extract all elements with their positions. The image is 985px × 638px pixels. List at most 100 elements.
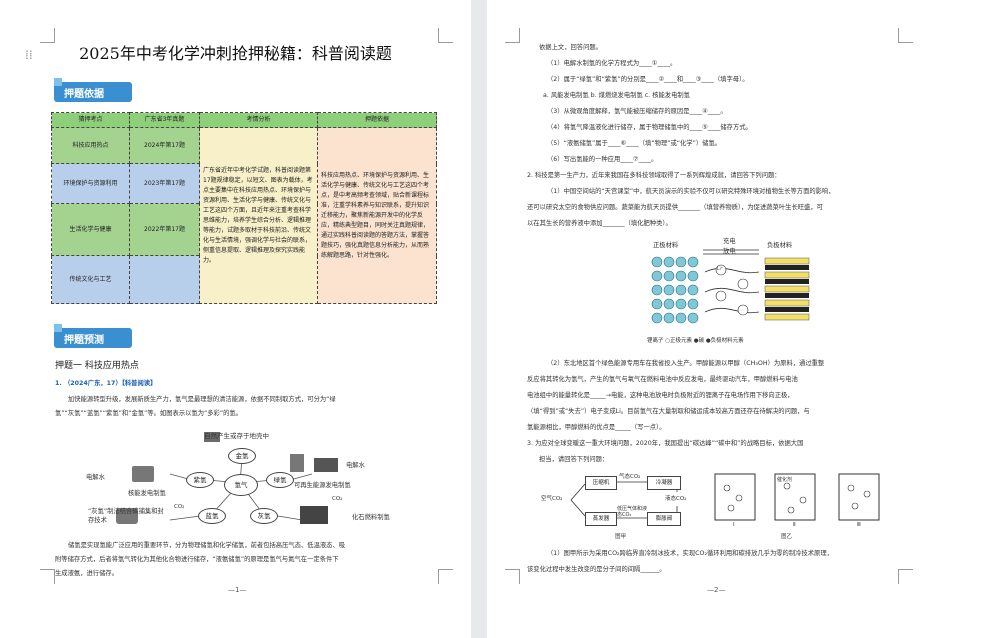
page-2: 依据上文，回答问题。 （1）电解水制氢的化学方程式为____①____。 （2）… bbox=[487, 0, 985, 638]
bubble-gold: 金氢 bbox=[228, 448, 256, 464]
paragraph-line: 依据上文，回答问题。 bbox=[539, 44, 602, 51]
banner-basis: 押题依据 bbox=[54, 78, 132, 104]
table-cell bbox=[129, 255, 200, 304]
crop-mark bbox=[505, 28, 520, 43]
crop-mark bbox=[898, 28, 913, 43]
paragraph-line: 加快能源转型升级，发展新质生产力，氢气是最理想的清洁能源，依据不同制取方式，可分… bbox=[68, 396, 336, 403]
paragraph-line: 反应将其转化为氢气，产生的氢气与氧气在燃料电池中反应发电，最终驱动汽车，甲醇燃料… bbox=[527, 376, 798, 383]
table-cell: 2022年第17题 bbox=[129, 203, 200, 256]
crop-mark bbox=[438, 28, 453, 43]
table-header: 广东省3年真题 bbox=[129, 112, 200, 128]
question-line: a. 风能发电制氢 b. 煤燃烧发电制氢 c. 核能发电制氢 bbox=[543, 92, 690, 99]
table-cell: 环境保护与资源利用 bbox=[51, 163, 130, 204]
crop-mark bbox=[898, 569, 913, 584]
exam-table: 猜押考点 广东省3年真题 考情分析 押题依据 科技应用热点 2024年第17题 … bbox=[51, 112, 437, 304]
figure-label: CO₂ bbox=[332, 496, 343, 502]
figure-label: “灰氢”制法结合碳捕集和封存技术 bbox=[88, 508, 164, 524]
paragraph-line: 担当，请回答下列问题： bbox=[539, 456, 609, 463]
paragraph-line: 储氢是实现氢能广泛应用的重要环节，分为物理储氢和化学储氢，前者包括高压气态、低温… bbox=[68, 542, 346, 549]
flow-box: 膨胀阀 bbox=[647, 512, 681, 526]
paragraph-line: （2）东北地区首个绿色能源专用车在我省投入生产。甲醇能源以甲醇（CH₃OH）为原… bbox=[547, 360, 825, 367]
flow-box: 蒸发器 bbox=[585, 512, 617, 526]
flow-label: 空气CO₂ bbox=[541, 496, 563, 502]
question-line: （1）电解水制氢的化学方程式为____①____。 bbox=[547, 60, 677, 67]
paragraph-line: （1）图甲所示为采用CO₂跨临界直冷制冰技术，实现CO₂循环利用和碳排放几乎为零… bbox=[547, 550, 833, 557]
bubble-green: 绿氢 bbox=[266, 472, 294, 488]
table-cell: 2023年第17题 bbox=[129, 163, 200, 204]
bubble-hydrogen: 氢气 bbox=[224, 474, 258, 496]
table-cell-analysis: 广东省近年中考化学试题，科普阅读题第17题规律稳定，以短文、图表为载体，考点主要… bbox=[199, 127, 318, 304]
figure-label: CO₂ bbox=[174, 504, 185, 510]
table-cell-basis: 科技应用热点、环境保护与资源利用、生活化学与健康、传统文化与工艺这四个考点，是中… bbox=[317, 127, 437, 304]
figure-label: 化石燃料制氢 bbox=[352, 514, 390, 521]
paragraph-line: 生成液氨，进行储存。 bbox=[55, 570, 118, 577]
banner-label: 押题依据 bbox=[64, 89, 104, 100]
flow-label: 低压气体和液态CO₂ bbox=[617, 506, 648, 518]
flow-label: 液态CO₂ bbox=[665, 496, 687, 502]
bubble-blue: 蓝氢 bbox=[198, 508, 226, 524]
paragraph-line: （1）中国空间站的“天宫课堂”中，航天员演示的实验不仅可以研究特殊环境对植物生长… bbox=[547, 188, 835, 195]
figure-label: Li⁺ bbox=[717, 267, 724, 272]
table-cell: 2024年第17题 bbox=[129, 127, 200, 164]
section-title: 押题一 科技应用热点 bbox=[55, 361, 139, 371]
paragraph-line: 还可以研究太空的食物供应问题。蔬菜能为航天员提供_______（填营养物质），为… bbox=[527, 204, 823, 211]
question-line: （4）将氢气降温液化进行储存，属于物理储氢中的____⑤____储存方式。 bbox=[547, 124, 752, 131]
figure-label: 核能发电制氢 bbox=[128, 490, 166, 497]
co2-figure: 空气CO₂ 压缩机 气态CO₂ 冷凝器 液态CO₂ 蒸发器 低压气体和液态CO₂… bbox=[541, 470, 921, 544]
question-line: （5）“液氨储氢”属于____⑥____（填“物理”或“化学”）储氢。 bbox=[547, 140, 722, 147]
table-row: 生活化学与健康 2022年第17题 bbox=[51, 203, 437, 256]
figure-caption: 图甲 bbox=[615, 534, 627, 540]
table-row: 科技应用热点 2024年第17题 广东省近年中考化学试题，科普阅读题第17题规律… bbox=[51, 127, 437, 304]
question-label: 1. （2024广东，17）【科普阅读】 bbox=[55, 380, 157, 387]
drag-handle-icon[interactable]: ⁞⁞ bbox=[25, 48, 33, 62]
page-title: 2025年中考化学冲刺抢押秘籍：科普阅读题 bbox=[79, 44, 392, 63]
table-cell: 生活化学与健康 bbox=[51, 203, 130, 256]
page-number: —1— bbox=[228, 586, 247, 594]
figure-label: 充电 bbox=[723, 238, 736, 245]
paragraph-line: 以在其生长的营养液中添加_______（填化肥种类）。 bbox=[527, 220, 672, 227]
table-header: 猜押考点 bbox=[51, 112, 130, 128]
question-line: （2）属于“绿氢”和“紫氢”的分别是____②____和____③____（填字… bbox=[547, 76, 749, 83]
flow-box: 压缩机 bbox=[585, 476, 617, 490]
paragraph-line: 氢”“灰氢”“蓝氢”“紫氢”和“金氢”等。如图表示以氢为“多彩”的氢。 bbox=[55, 410, 243, 417]
figure-caption: 图乙 bbox=[781, 534, 793, 540]
paragraph-line: （填“得到”或“失去”）电子变成Li。目前氢气在大量制取和储运成本较高方面还存在… bbox=[527, 408, 810, 415]
battery-svg bbox=[651, 249, 810, 324]
page-number: —2— bbox=[707, 586, 726, 594]
crop-mark bbox=[438, 569, 453, 584]
table-header-row: 猜押考点 广东省3年真题 考情分析 押题依据 bbox=[51, 112, 437, 128]
table-row: 传统文化与工艺 bbox=[51, 255, 437, 304]
paragraph-line: 氢能源相比，甲醇燃料的优点是_____（写一点）。 bbox=[527, 424, 666, 431]
flow-label: Ⅲ bbox=[857, 522, 861, 528]
flow-label: 催化剂 bbox=[777, 477, 793, 483]
figure-label: 可再生能源发电制氢 bbox=[294, 482, 351, 489]
bubble-grey: 灰氢 bbox=[250, 508, 278, 524]
crop-mark bbox=[40, 28, 55, 43]
figure-label: 放电 bbox=[723, 248, 736, 255]
flow-box: 冷凝器 bbox=[647, 476, 681, 490]
flow-label: Ⅱ bbox=[793, 522, 796, 528]
co2-svg bbox=[570, 473, 880, 521]
paragraph-line: 电池组中的能量转化是_____→电能，这种电池放电时负极附近的锂离子在电场作用下… bbox=[527, 392, 794, 399]
figure-legend: 锂离子 ○正极元素 ●碳 ●负极材料元素 bbox=[647, 338, 744, 344]
paragraph-line: 附等储存方式，后者将氢气转化为其他化合物进行储存，“液氨储氢”的原理是氢气与氮气… bbox=[55, 556, 339, 563]
table-header: 考情分析 bbox=[199, 112, 318, 128]
figure-label: 电解水 bbox=[86, 474, 105, 481]
flow-label: 气态CO₂ bbox=[619, 474, 641, 480]
bubble-purple: 紫氢 bbox=[186, 472, 214, 488]
crop-mark bbox=[505, 569, 520, 584]
figure-label: 电解水 bbox=[346, 462, 365, 469]
battery-figure: 正极材料 负极材料 充电 放电 Li⁺ 锂离子 ○正极元素 ●碳 ●负极材料元素 bbox=[647, 232, 827, 350]
table-cell: 科技应用热点 bbox=[51, 127, 130, 164]
hydrogen-figure: 自然产生或存于地壳中 金氢 氢气 紫氢 绿氢 蓝氢 灰氢 电解水 核能发电制氢 … bbox=[80, 428, 420, 532]
figure-label: 自然产生或存于地壳中 bbox=[204, 432, 269, 440]
question-line: （6）写出氢能的一种应用____⑦____。 bbox=[547, 156, 658, 163]
question-line: 2. 科技是第一生产力，近年来我国在多科技领域取得了一系列辉煌成就，请回答下列问… bbox=[527, 172, 781, 179]
banner-prediction: 押题预测 bbox=[54, 324, 132, 350]
page-1: ⁞⁞ 2025年中考化学冲刺抢押秘籍：科普阅读题 押题依据 猜押考点 广东省3年… bbox=[0, 0, 471, 638]
figure-label: 正极材料 bbox=[653, 242, 679, 249]
question-line: 3. 为应对全球变暖这一重大环境问题，2020年，我国提出“碳达峰”“碳中和”的… bbox=[527, 440, 804, 447]
question-line: （3）从微观角度解释，氢气能被压缩储存的原因是____④____。 bbox=[547, 108, 727, 115]
figure-label: 负极材料 bbox=[767, 242, 793, 249]
crop-mark bbox=[40, 569, 55, 584]
